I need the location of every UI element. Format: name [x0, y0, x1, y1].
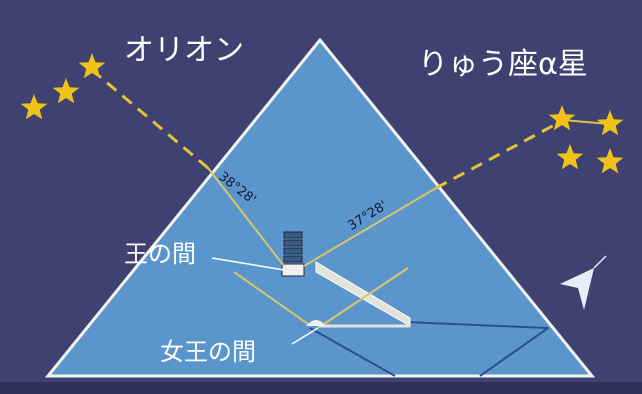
subterranean-passage — [309, 327, 396, 377]
ground-strip — [0, 382, 642, 394]
queens-chamber-shape — [306, 320, 326, 326]
draco-label: りゅう座α星 — [418, 47, 588, 82]
relieving-chamber — [283, 255, 303, 263]
relieving-chamber — [283, 239, 303, 247]
kings-chamber-pointer — [211, 257, 285, 271]
orion-star — [52, 78, 80, 104]
queens-north-shaft — [323, 267, 409, 325]
pyramid — [44, 37, 596, 378]
orion-star — [78, 53, 106, 79]
queens-chamber-pointer — [291, 327, 319, 345]
kings-chamber-label: 王の間 — [124, 240, 196, 268]
orion-star — [20, 94, 48, 120]
kings-chamber-box — [281, 263, 305, 277]
kings-south-shaft — [207, 167, 285, 267]
relieving-chamber — [283, 231, 303, 239]
relieving-chamber — [283, 247, 303, 255]
compass-arrow-icon — [560, 255, 607, 310]
draco-star — [596, 110, 624, 136]
draco-star — [548, 105, 576, 131]
queens-south-shaft — [233, 271, 309, 325]
descending-passage — [404, 321, 549, 329]
orion-label: オリオン — [124, 33, 244, 68]
draco-sightline — [435, 120, 561, 190]
lower-passage — [479, 327, 549, 377]
kings-north-shaft — [303, 187, 437, 267]
draco-star — [596, 148, 624, 174]
orion-sightline — [91, 68, 209, 170]
queens-chamber-label: 女王の間 — [160, 338, 256, 366]
draco-star — [556, 144, 584, 170]
